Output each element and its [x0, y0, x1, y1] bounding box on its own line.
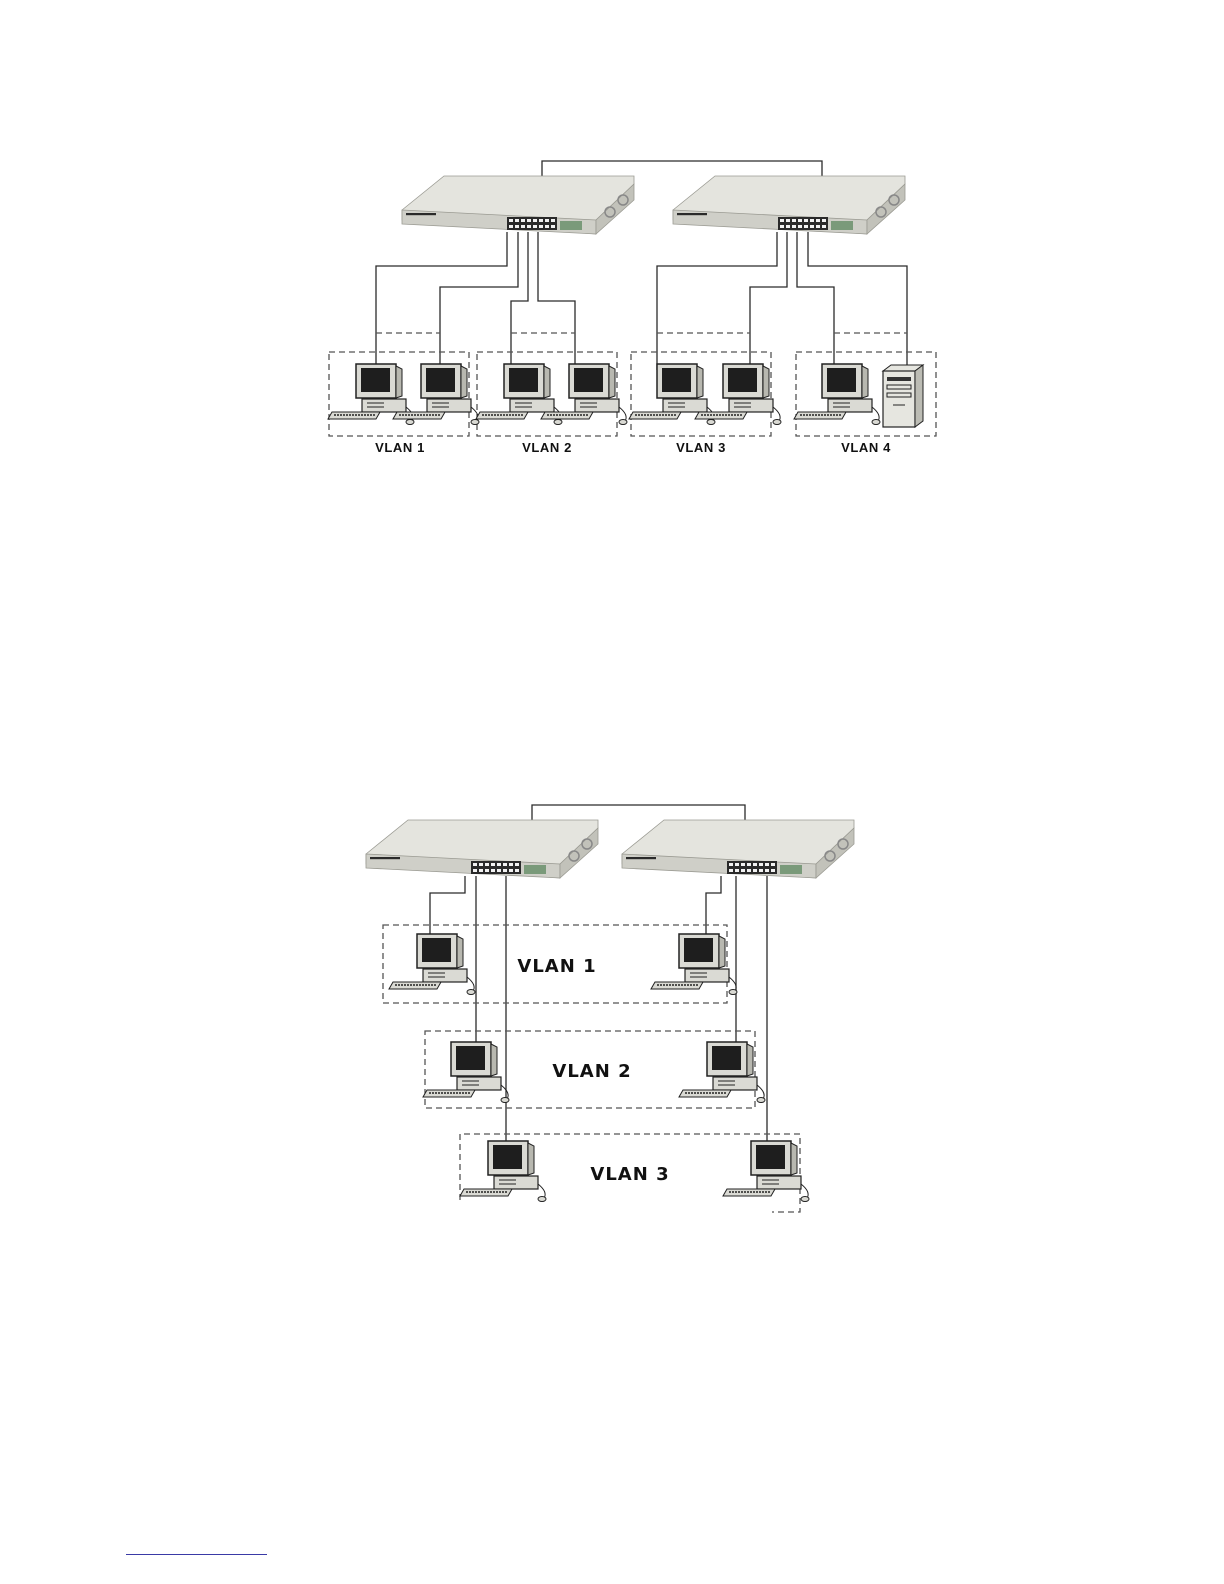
vlan-label: VLAN 2: [522, 440, 572, 455]
diagram-1: VLAN 1 VLAN 2 VLAN 3 VLAN 4: [328, 161, 936, 455]
cable: [797, 232, 834, 370]
computer-icon: [794, 364, 880, 425]
computer-icon: [695, 364, 781, 425]
vlan-label: VLAN 1: [375, 440, 425, 455]
cable: [657, 232, 777, 370]
cable: [511, 232, 528, 370]
computer-icon: [723, 1141, 809, 1202]
switch-2-icon: [673, 176, 905, 234]
vlan-label: VLAN 2: [552, 1061, 631, 1082]
vlan-label: VLAN 1: [517, 956, 596, 977]
vlan-label: VLAN 3: [590, 1164, 669, 1185]
cable: [808, 232, 907, 370]
switch-2-icon: [622, 820, 854, 878]
switch-1-icon: [402, 176, 634, 234]
computer-icon: [389, 934, 475, 995]
computer-icon: [651, 934, 737, 995]
server-icon: [883, 365, 923, 427]
cable: [440, 232, 518, 370]
diagram-2: VLAN 1 VLAN 2 VLAN 3: [366, 805, 854, 1212]
computer-icon: [393, 364, 479, 425]
cable: [706, 876, 721, 937]
computer-icon: [679, 1042, 765, 1103]
cable: [750, 232, 787, 370]
vlan-label: VLAN 4: [841, 440, 891, 455]
computer-icon: [460, 1141, 546, 1202]
computer-icon: [423, 1042, 509, 1103]
vlan-label: VLAN 3: [676, 440, 726, 455]
cable: [430, 876, 465, 937]
footer-rule: [126, 1554, 267, 1555]
cable: [376, 232, 507, 370]
cable: [538, 232, 575, 370]
computer-icon: [541, 364, 627, 425]
switch-1-icon: [366, 820, 598, 878]
